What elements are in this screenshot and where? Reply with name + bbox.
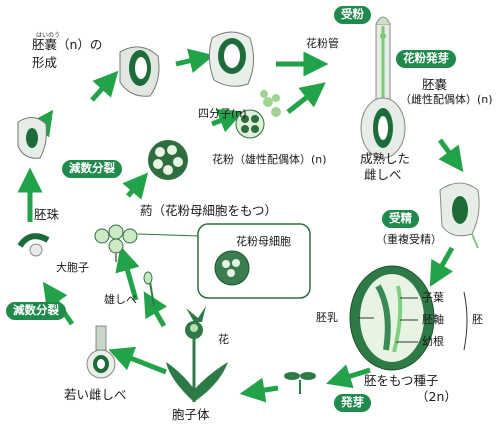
arrow-13 (211, 109, 244, 133)
anther-illustration (94, 224, 201, 262)
cotyledon-label: 子葉 (422, 291, 444, 304)
seedling-illustration (284, 372, 316, 394)
meiosis-top-badge: 減数分裂 (62, 160, 122, 178)
embryo-sac-ruby: はいのう (36, 32, 61, 39)
endosperm-label: 胚乳 (316, 311, 338, 324)
hypocotyl-label: 胚軸 (422, 313, 444, 326)
arrow-5 (429, 246, 455, 287)
pollen-tube-label: 花粉管 (306, 37, 339, 50)
tetrad-pollen-illustration (235, 90, 281, 139)
germination-badge: 発芽 (334, 394, 371, 412)
arrow-7 (239, 377, 279, 403)
sporophyte-illustration (166, 306, 228, 402)
young-pistil-label: 若い雌しべ (64, 387, 127, 402)
fertilization-illustration (439, 182, 480, 249)
pistil-label: 雌しべ (364, 167, 402, 182)
pollen-mother-cell-label: 花粉母細胞 (236, 235, 291, 248)
arrow-16 (143, 291, 168, 328)
formation-label: 形成 (32, 55, 58, 70)
pollen-label: 花粉（雄性配偶体）(n) (212, 153, 327, 166)
tetrad-label: 四分子(n) (198, 107, 247, 120)
radicle-label: 幼根 (422, 335, 444, 348)
arrow-8 (108, 346, 167, 375)
stamen-label: 雄しべ (104, 293, 137, 306)
stamen-illustration (143, 271, 155, 307)
megaspore-label: 大胞子 (56, 261, 89, 274)
arrow-15 (115, 245, 140, 301)
mature-pistil-illustration (360, 16, 406, 159)
arrow-6 (326, 364, 371, 389)
arrow-14 (286, 82, 326, 114)
meiosis-cell-illustration (148, 140, 188, 180)
seed-illustration (349, 265, 468, 371)
arrow-4 (437, 138, 464, 173)
meiosis-bottom-badge: 減数分裂 (6, 302, 66, 320)
embryo-sac-formation-label: 胚嚢（n）の (32, 37, 103, 52)
fertilization-badge: 受精 (382, 210, 419, 228)
arrow-2 (175, 48, 215, 73)
ovule-illustration (17, 117, 50, 257)
fertilization-detail-label: （重複受精） (376, 233, 442, 246)
embryo-sac-illustration (119, 31, 254, 97)
embryo-sac-detail-label: （雌性配偶体）(n) (400, 93, 493, 106)
pollination-badge: 受粉 (334, 6, 371, 24)
arrow-1 (90, 70, 119, 102)
pollen-germination-badge: 花粉発芽 (396, 50, 456, 68)
embryo-sac-label: 胚嚢 (422, 77, 448, 92)
mature-label: 成熟した (360, 151, 411, 166)
seed-label: 胚をもつ種子 (364, 373, 439, 388)
arrow-12 (122, 172, 149, 200)
anther-label: 葯（花粉母細胞をもつ） (140, 203, 278, 218)
embryo-label: 胚 (472, 313, 483, 326)
seed-ploidy-label: （2n） (416, 389, 457, 404)
ovule-label: 胚珠 (34, 207, 60, 222)
sporophyte-label: 胞子体 (172, 407, 210, 422)
pollen-mother-cell-callout (197, 223, 311, 299)
flower-label: 花 (218, 333, 229, 346)
young-pistil-illustration (86, 325, 116, 379)
